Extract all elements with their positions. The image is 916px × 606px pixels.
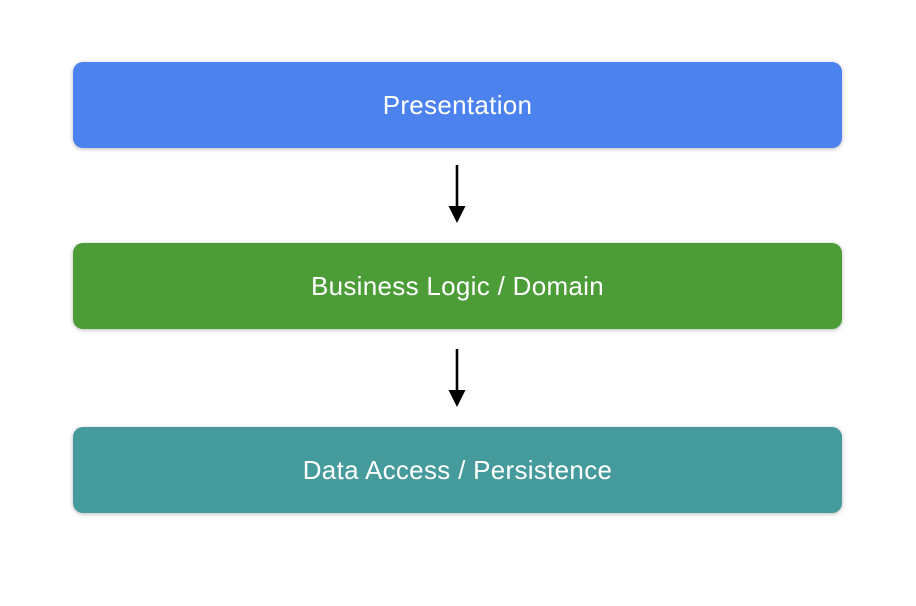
layer-label-presentation: Presentation bbox=[382, 89, 533, 120]
layer-label-business-logic: Business Logic / Domain bbox=[310, 270, 605, 301]
layer-box-business-logic[interactable]: Business Logic / Domain bbox=[73, 243, 842, 329]
down-arrow-icon bbox=[448, 349, 466, 407]
down-arrow-icon bbox=[448, 165, 466, 223]
layer-box-data-access[interactable]: Data Access / Persistence bbox=[73, 427, 842, 513]
layer-label-data-access: Data Access / Persistence bbox=[302, 454, 613, 485]
layer-box-presentation[interactable]: Presentation bbox=[73, 62, 842, 148]
